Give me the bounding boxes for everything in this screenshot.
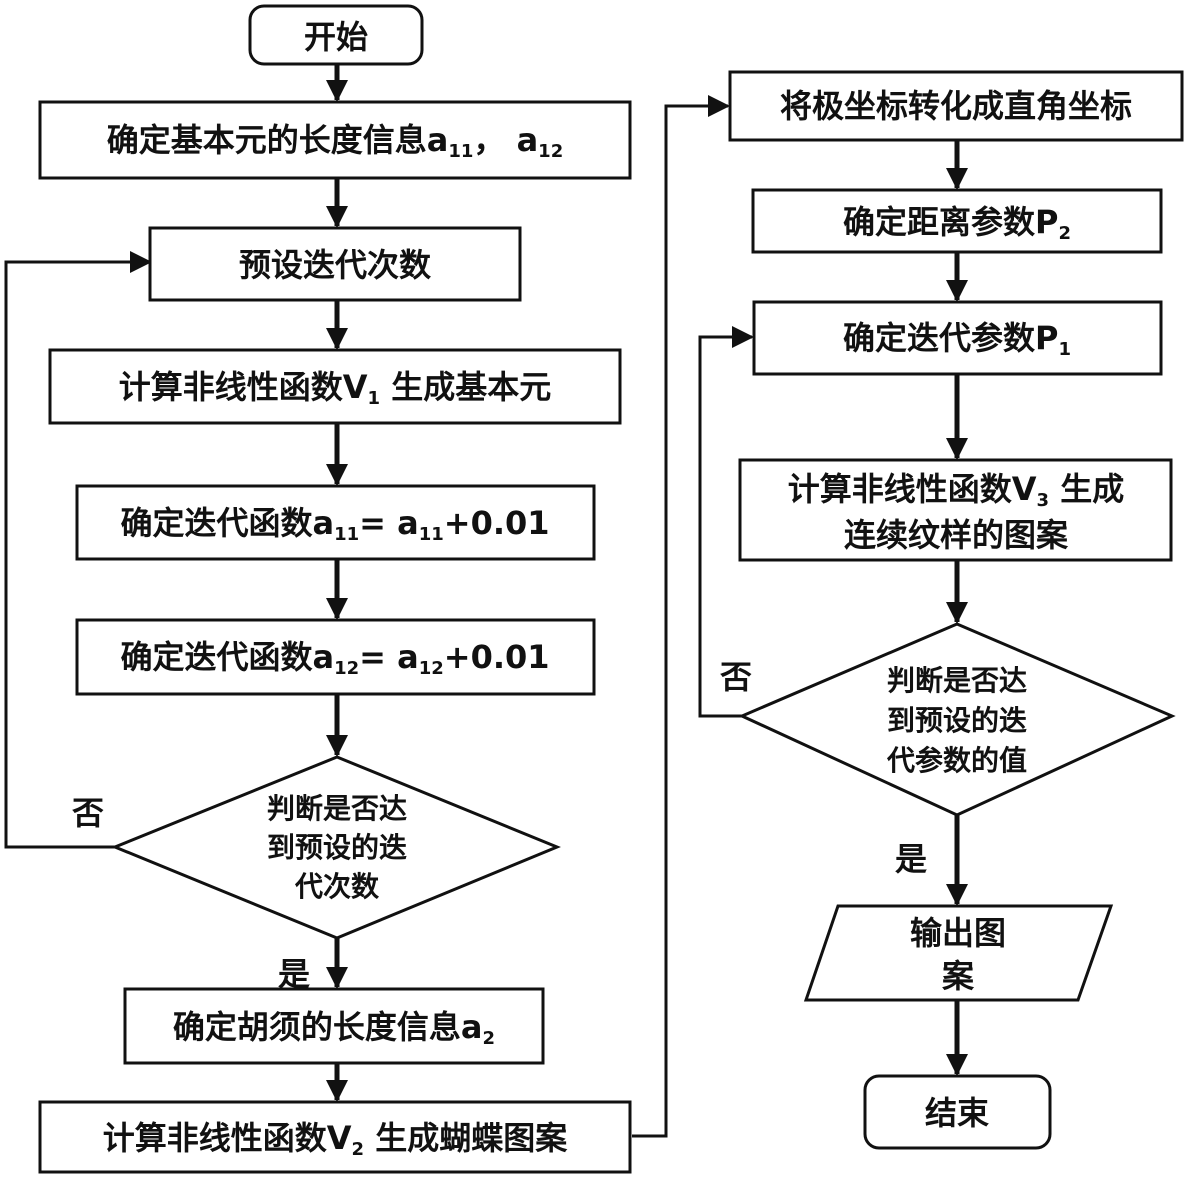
step-whisker-length: 确定胡须的长度信息a2 <box>123 987 545 1065</box>
step-compute-v2: 计算非线性函数V2 生成蝴蝶图案 <box>38 1100 632 1174</box>
decision-iterations: 判断是否达 到预设的迭 代次数 <box>111 755 561 940</box>
svg-text:代参数的值: 代参数的值 <box>886 744 1027 777</box>
label-yes-left: 是 <box>278 955 310 993</box>
step-polar-to-cartesian: 将极坐标转化成直角坐标 <box>728 70 1184 142</box>
svg-text:到预设的迭: 到预设的迭 <box>267 831 407 864</box>
svg-text:代次数: 代次数 <box>294 870 380 903</box>
step-compute-v3: 计算非线性函数V3 生成 连续纹样的图案 <box>738 458 1173 562</box>
label-no-left: 否 <box>72 794 104 832</box>
end-node: 结束 <box>863 1074 1052 1150</box>
svg-text:确定迭代参数P1: 确定迭代参数P1 <box>843 319 1071 360</box>
step-distance-param: 确定距离参数P2 <box>751 188 1163 254</box>
svg-text:计算非线性函数V1 生成基本元: 计算非线性函数V1 生成基本元 <box>119 368 551 409</box>
svg-text:案: 案 <box>942 957 975 995</box>
svg-text:输出图: 输出图 <box>910 914 1006 952</box>
svg-text:确定胡须的长度信息a2: 确定胡须的长度信息a2 <box>173 1008 495 1049</box>
label-yes-right: 是 <box>895 840 927 878</box>
svg-text:确定迭代函数a11= a11+0.01: 确定迭代函数a11= a11+0.01 <box>120 504 549 545</box>
output-pattern: 输出图 案 <box>803 904 1114 1002</box>
svg-text:计算非线性函数V2 生成蝴蝶图案: 计算非线性函数V2 生成蝴蝶图案 <box>103 1119 568 1160</box>
label-no-right: 否 <box>720 658 752 696</box>
start-node: 开始 <box>248 4 424 66</box>
svg-text:预设迭代次数: 预设迭代次数 <box>239 246 432 284</box>
left-connectors <box>4 64 730 1138</box>
svg-text:确定距离参数P2: 确定距离参数P2 <box>843 203 1071 244</box>
svg-text:判断是否达: 判断是否达 <box>267 792 407 825</box>
step-iter-a11: 确定迭代函数a11= a11+0.01 <box>75 484 596 561</box>
right-connectors <box>698 140 968 1076</box>
svg-text:计算非线性函数V3 生成: 计算非线性函数V3 生成 <box>788 470 1124 511</box>
decision-iter-param: 判断是否达 到预设的迭 代参数的值 <box>738 622 1176 817</box>
step-preset-iterations: 预设迭代次数 <box>148 226 522 302</box>
svg-text:到预设的迭: 到预设的迭 <box>887 704 1027 737</box>
svg-text:将极坐标转化成直角坐标: 将极坐标转化成直角坐标 <box>780 87 1132 125</box>
step-iter-param: 确定迭代参数P1 <box>752 300 1163 376</box>
end-label: 结束 <box>925 1094 989 1132</box>
step-compute-v1: 计算非线性函数V1 生成基本元 <box>48 348 622 425</box>
svg-text:确定基本元的长度信息a11， a12: 确定基本元的长度信息a11， a12 <box>107 121 563 162</box>
svg-text:判断是否达: 判断是否达 <box>887 664 1027 697</box>
step-basic-length: 确定基本元的长度信息a11， a12 <box>38 100 632 180</box>
step-iter-a12: 确定迭代函数a12= a12+0.01 <box>75 618 596 696</box>
svg-text:连续纹样的图案: 连续纹样的图案 <box>844 516 1069 554</box>
start-label: 开始 <box>304 18 368 56</box>
svg-text:确定迭代函数a12= a12+0.01: 确定迭代函数a12= a12+0.01 <box>120 638 549 679</box>
